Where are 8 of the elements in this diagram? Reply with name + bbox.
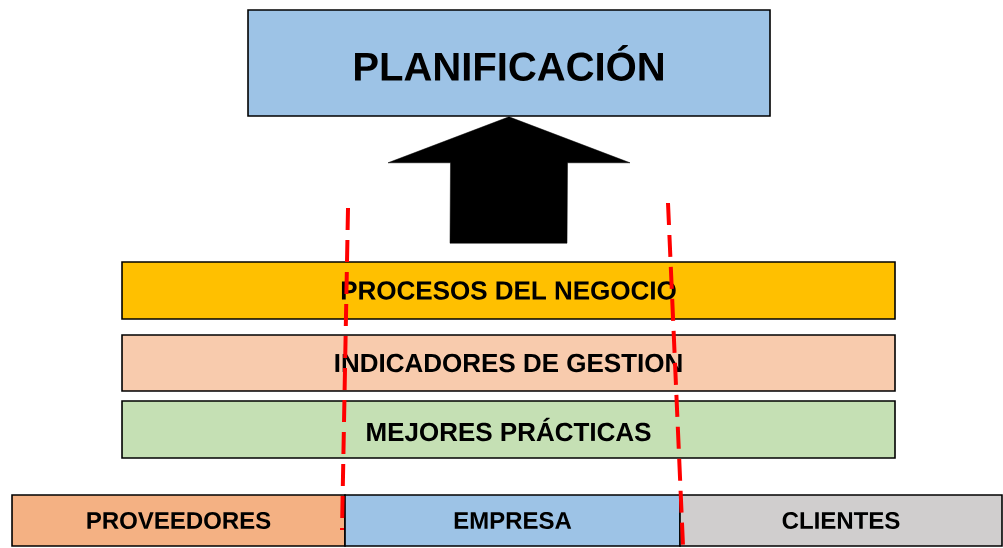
layer-band: PROCESOS DEL NEGOCIO [121,261,896,320]
title-box: PLANIFICACIÓN [247,9,771,117]
party-box: EMPRESA [344,494,681,547]
block-arrow [387,116,631,244]
layer-band: INDICADORES DE GESTION [121,334,896,392]
party-box: PROVEEDORES [11,494,346,547]
layer-band: MEJORES PRÁCTICAS [121,400,896,459]
party-box: CLIENTES [679,494,1003,547]
